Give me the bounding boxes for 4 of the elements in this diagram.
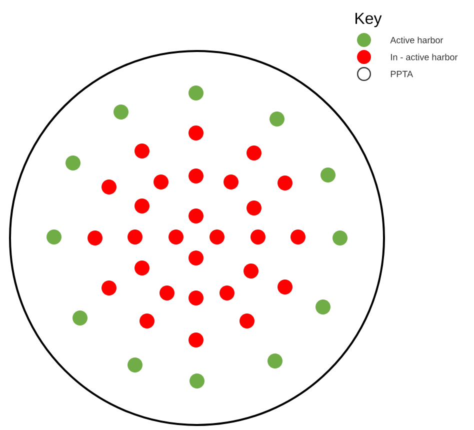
legend-text: PPTA xyxy=(390,70,414,78)
legend-text: Active harbor xyxy=(390,36,444,44)
legend-text: In - active harbor xyxy=(391,54,458,60)
legend-heading: Key xyxy=(356,12,382,28)
